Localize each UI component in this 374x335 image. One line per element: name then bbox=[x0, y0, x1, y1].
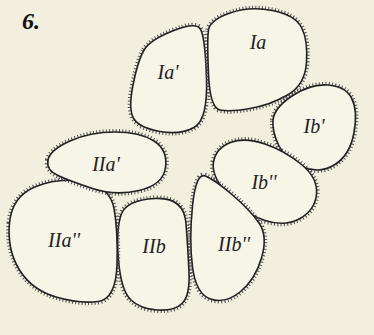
cell: IIb'' bbox=[189, 172, 268, 304]
figure-number: 6. bbox=[22, 8, 40, 35]
cell-label: IIb'' bbox=[218, 234, 250, 254]
cell-label: IIb bbox=[142, 236, 165, 256]
cell: Ia' bbox=[128, 22, 208, 135]
cell-label: Ib' bbox=[304, 116, 325, 136]
cell-label: Ia' bbox=[158, 62, 179, 82]
cell: IIa' bbox=[46, 132, 168, 196]
cell: IIb bbox=[116, 197, 190, 311]
cell-label: Ia bbox=[250, 32, 267, 52]
cell-label: Ib'' bbox=[251, 172, 276, 192]
cell-label: IIa' bbox=[92, 154, 120, 174]
cell: IIa'' bbox=[7, 177, 118, 304]
cell-label: IIa'' bbox=[48, 230, 80, 250]
